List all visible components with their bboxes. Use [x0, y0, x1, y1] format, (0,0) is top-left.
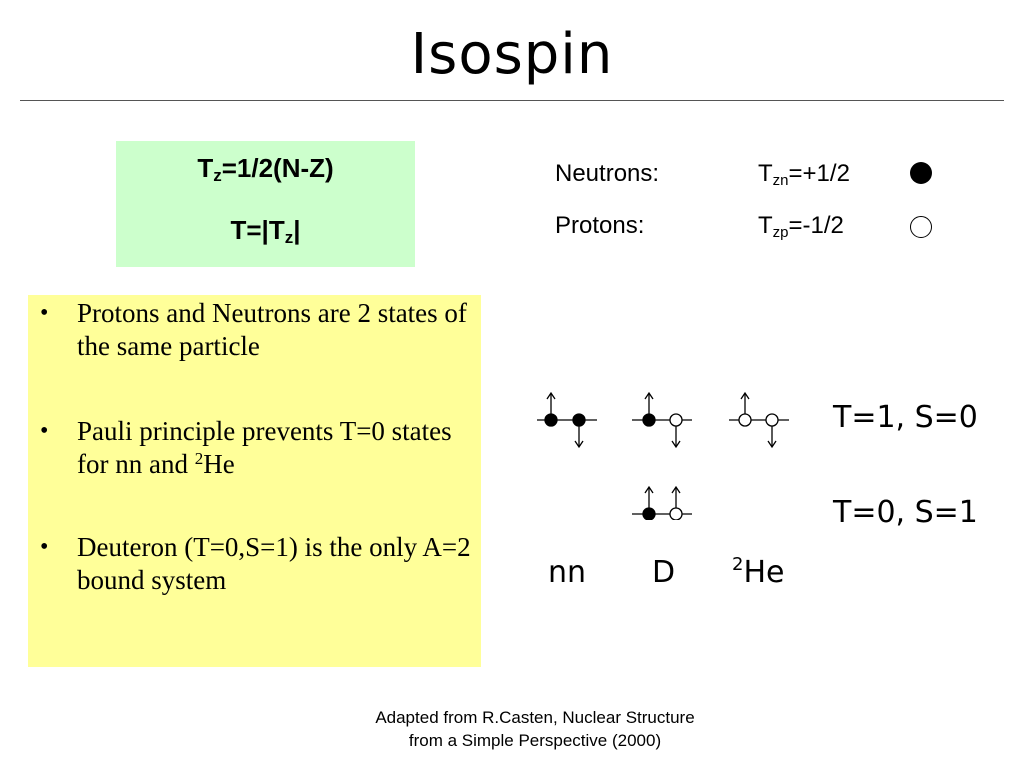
- proton-dot: [669, 507, 683, 520]
- neutron-isospin: Tzn=+1/2: [758, 160, 850, 189]
- proton-dot: [765, 413, 779, 427]
- arrowhead: [767, 440, 777, 449]
- label-nn: nn: [548, 555, 587, 590]
- bullet-text: Deuteron (T=0,S=1) is the only A=2 bound…: [77, 532, 471, 595]
- arrowhead: [740, 391, 750, 400]
- formula-t: T=|Tz|: [230, 215, 301, 247]
- bullet-text: Protons and Neutrons are 2 states of the…: [77, 298, 467, 361]
- bullet-text: Pauli principle prevents T=0 states for …: [77, 416, 452, 479]
- neutron-dot: [572, 413, 586, 427]
- label-deuteron: D: [652, 555, 676, 590]
- neutron-label: Neutrons:: [555, 160, 660, 187]
- credit-line: from a Simple Perspective (2000): [408, 731, 662, 750]
- arrowhead: [644, 391, 654, 400]
- arrowhead: [574, 440, 584, 449]
- neutron-filled-circle-icon: [910, 162, 932, 184]
- neutron-dot: [642, 507, 656, 520]
- slide-title: Isospin: [410, 22, 614, 87]
- arrowhead: [546, 391, 556, 400]
- proton-isospin: Tzp=-1/2: [758, 212, 844, 241]
- spin-diagram: [537, 391, 789, 520]
- bullet-box: • Protons and Neutrons are 2 states of t…: [28, 295, 481, 667]
- neutron-dot: [642, 413, 656, 427]
- bullet-dot: •: [40, 418, 49, 444]
- arrowhead: [671, 440, 681, 449]
- proton-dot: [669, 413, 683, 427]
- proton-label: Protons:: [555, 212, 645, 239]
- arrowhead: [644, 485, 654, 494]
- label-t0-s1: T=0, S=1: [833, 495, 978, 530]
- bullet-dot: •: [40, 534, 49, 560]
- label-t1-s0: T=1, S=0: [833, 400, 978, 435]
- proton-dot: [738, 413, 752, 427]
- credit-line: Adapted from R.Casten, Nuclear Structure: [375, 708, 695, 727]
- label-helium-2: 2He: [732, 554, 785, 590]
- neutron-dot: [544, 413, 558, 427]
- title-divider: [20, 100, 1004, 101]
- formula-box: Tz=1/2(N-Z) T=|Tz|: [116, 141, 415, 267]
- formula-tz: Tz=1/2(N-Z): [197, 153, 334, 185]
- bullet-dot: •: [40, 300, 49, 326]
- arrowhead: [671, 485, 681, 494]
- proton-open-circle-icon: [910, 216, 932, 238]
- credit-note: Adapted from R.Casten, Nuclear Structure…: [330, 706, 740, 752]
